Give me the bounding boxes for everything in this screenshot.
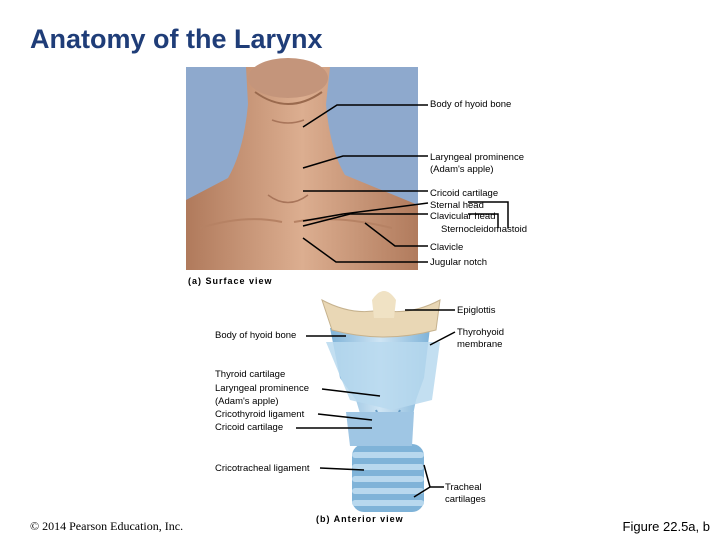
label-tracheal: Tracheal <box>445 482 482 493</box>
caption-anterior-view: (b) Anterior view <box>316 514 404 524</box>
page-title: Anatomy of the Larynx <box>30 24 323 54</box>
label-thyroid-cartilage: Thyroid cartilage <box>215 369 286 380</box>
label-membrane: membrane <box>457 339 503 350</box>
label-clavicle: Clavicle <box>430 242 464 253</box>
label-adams-apple-a: (Adam's apple) <box>430 164 494 175</box>
label-sternal-head: Sternal head <box>430 200 484 211</box>
label-clavicular-head: Clavicular head <box>430 211 496 222</box>
label-hyoid-a: Body of hyoid bone <box>430 99 512 110</box>
label-thyrohyoid: Thyrohyoid <box>457 327 504 338</box>
label-cricoid-b: Cricoid cartilage <box>215 422 284 433</box>
figure-number: Figure 22.5a, b <box>622 519 710 534</box>
label-cricothyroid-ligament: Cricothyroid ligament <box>215 409 305 420</box>
leader-lines-a <box>302 104 509 263</box>
neck-photo <box>186 58 418 270</box>
label-laryngeal-prominence-a: Laryngeal prominence <box>430 152 525 163</box>
label-jugular-notch: Jugular notch <box>430 257 488 268</box>
label-sternocleidomastoid: Sternocleidomastoid <box>441 224 528 235</box>
label-epiglottis: Epiglottis <box>457 305 496 316</box>
label-cricoid-a: Cricoid cartilage <box>430 188 499 199</box>
label-adams-apple-b: (Adam's apple) <box>215 396 279 407</box>
caption-surface-view: (a) Surface view <box>188 276 273 286</box>
leader-lines-b <box>296 309 456 498</box>
label-cartilages: cartilages <box>445 494 486 505</box>
trachea <box>352 444 424 512</box>
copyright-notice: © 2014 Pearson Education, Inc. <box>30 519 184 533</box>
label-hyoid-b: Body of hyoid bone <box>215 330 297 341</box>
label-cricotracheal-ligament: Cricotracheal ligament <box>215 463 310 474</box>
larynx-drawing <box>326 328 440 446</box>
label-laryngeal-prominence-b: Laryngeal prominence <box>215 383 310 394</box>
hyoid-bone <box>321 291 441 338</box>
